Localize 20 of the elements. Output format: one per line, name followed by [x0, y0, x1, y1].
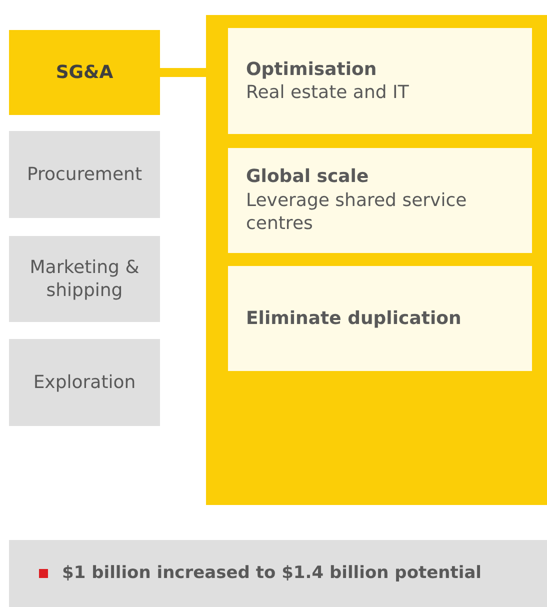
card-heading: Global scale	[246, 165, 370, 189]
summary-bar	[9, 540, 547, 607]
card-heading: Optimisation	[246, 58, 378, 81]
text-card	[228, 28, 532, 134]
category-box	[9, 131, 160, 218]
connector	[160, 68, 206, 77]
card-body: Leverage shared service centres	[246, 188, 468, 236]
text-card	[228, 266, 532, 371]
card-body: Real estate and IT	[246, 81, 410, 104]
summary-text: $1 billion increased to $1.4 billion potential	[62, 562, 482, 585]
highlight-box	[9, 30, 160, 115]
category-box	[9, 236, 160, 322]
panel	[206, 15, 547, 505]
category-label: SG&A	[56, 60, 114, 84]
text-card	[228, 148, 532, 253]
category-label: Marketing & shipping	[28, 256, 140, 302]
card-heading: Eliminate duplication	[246, 306, 462, 330]
category-box	[9, 339, 160, 426]
category-label: Exploration	[33, 370, 136, 394]
category-label: Procurement	[26, 162, 142, 186]
